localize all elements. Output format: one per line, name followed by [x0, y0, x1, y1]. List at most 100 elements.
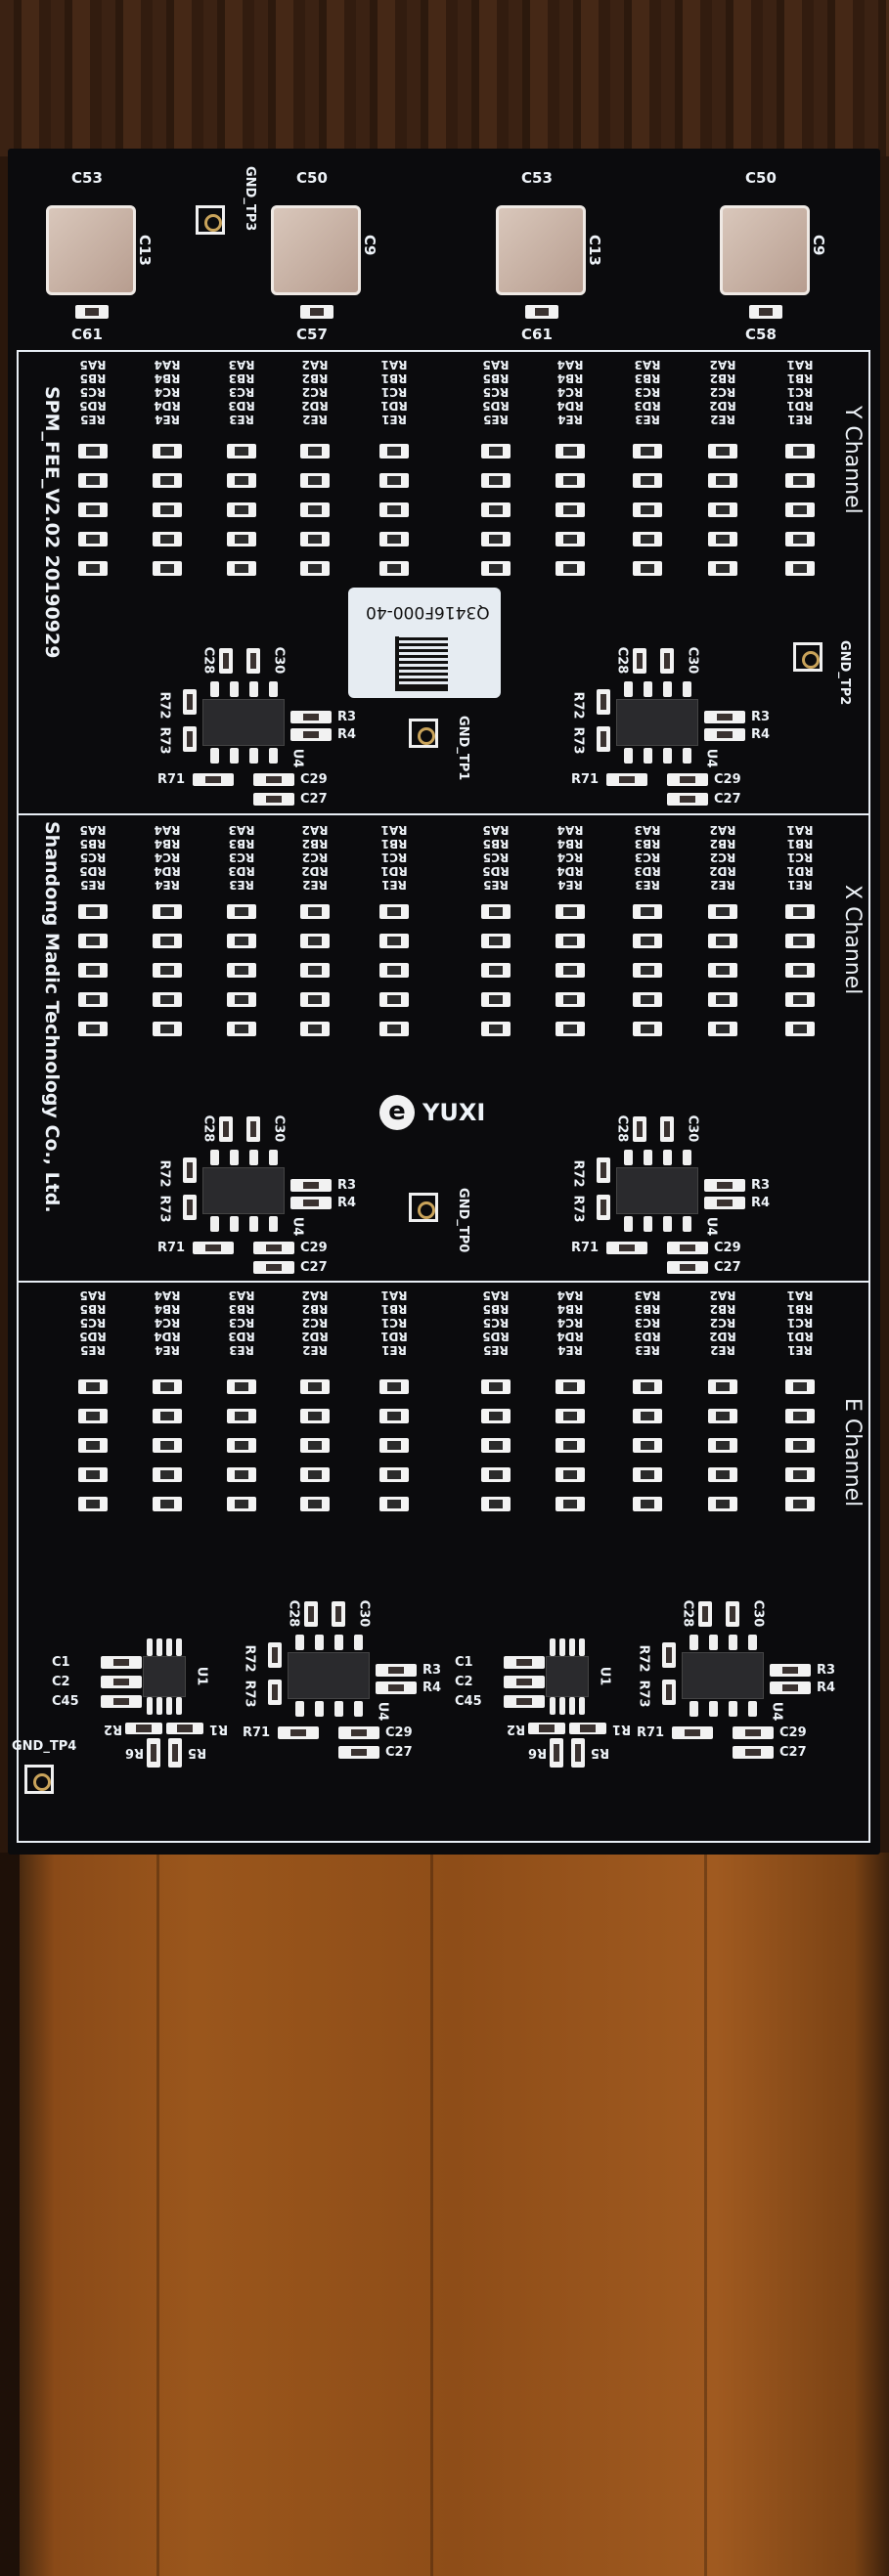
resistor-pad: [785, 1022, 815, 1036]
component-label: C28: [614, 646, 630, 675]
resistor-label: RD1: [786, 399, 814, 413]
test-point-label: GND_TP0: [456, 1188, 470, 1253]
crystal-capacitor: [46, 205, 136, 295]
chip-pin: [748, 1701, 757, 1717]
component-label: R4: [751, 1196, 771, 1210]
component-label: C29: [300, 1241, 328, 1255]
resistor-pad: [481, 502, 511, 517]
resistor-pad: [300, 1022, 330, 1036]
resistor-label: RB1: [786, 837, 814, 851]
resistor-label: RE1: [787, 1343, 813, 1357]
chip-pin: [315, 1635, 324, 1650]
resistor-label: RA4: [154, 1288, 181, 1302]
resistor-pad: [708, 904, 737, 919]
component-label: C57: [296, 326, 328, 343]
resistor-pad: [153, 444, 182, 458]
resistor-pad: [268, 1642, 282, 1668]
section-divider: [17, 1281, 870, 1283]
resistor-label: RA3: [228, 358, 255, 371]
capacitor-pad: [101, 1695, 142, 1708]
chip-pin: [156, 1638, 162, 1656]
resistor-label: RA3: [228, 1288, 255, 1302]
resistor-pad: [183, 689, 197, 715]
test-point-label: GND_TP3: [243, 166, 257, 232]
component-label: C50: [745, 169, 777, 187]
resistor-pad: [300, 532, 330, 546]
resistor-label: RB4: [154, 371, 181, 385]
chip-pin: [295, 1701, 304, 1717]
resistor-pad: [153, 473, 182, 488]
chip-pin: [683, 1150, 691, 1165]
resistor-label: RB3: [634, 837, 661, 851]
resistor-label: RC2: [301, 1316, 329, 1330]
chip-pin: [579, 1697, 585, 1715]
resistor-label: RD4: [154, 864, 181, 878]
resistor-pad: [481, 1497, 511, 1511]
resistor-pad: [78, 1467, 108, 1482]
resistor-label: RE3: [635, 413, 660, 426]
component-label: R72: [570, 691, 586, 720]
resistor-label: RD3: [228, 1330, 255, 1343]
component-label: R73: [242, 1680, 257, 1708]
resistor-label: RE4: [155, 878, 180, 892]
resistor-pad: [379, 963, 409, 978]
component-label: R3: [337, 710, 357, 724]
resistor-label: RB2: [301, 837, 329, 851]
capacitor-pad: [101, 1676, 142, 1688]
component-label: R73: [636, 1680, 651, 1708]
resistor-pad: [785, 444, 815, 458]
component-label: C45: [455, 1694, 482, 1709]
channel-title-x: X Channel: [840, 885, 865, 995]
chip-pin: [210, 1150, 219, 1165]
component-label: R72: [156, 691, 172, 720]
component-label: R73: [570, 1195, 586, 1223]
op-amp-chip: [202, 1167, 285, 1214]
test-point-label: GND_TP2: [837, 640, 852, 706]
resistor-pad: [662, 1680, 676, 1705]
resistor-pad: [556, 1497, 585, 1511]
resistor-pad: [633, 502, 662, 517]
resistor-pad: [556, 1379, 585, 1394]
logo-text: YUXI: [422, 1099, 486, 1126]
resistor-pad: [78, 904, 108, 919]
resistor-pad: [379, 561, 409, 576]
resistor-label: RC1: [786, 851, 814, 864]
resistor-label: RE4: [155, 1343, 180, 1357]
chip-pin: [230, 748, 239, 764]
resistor-label: RC1: [380, 1316, 408, 1330]
chip-pin: [569, 1638, 575, 1656]
resistor-pad: [278, 1726, 319, 1739]
chip-pin: [210, 681, 219, 697]
resistor-pad: [550, 1738, 563, 1768]
resistor-pad: [633, 1379, 662, 1394]
component-label: R71: [157, 1241, 186, 1255]
test-point-gnd-tp2[interactable]: [793, 642, 822, 672]
resistor-pad: [300, 904, 330, 919]
test-point-gnd-tp4[interactable]: [24, 1765, 54, 1794]
resistor-label: RE5: [80, 1343, 106, 1357]
resistor-pad: [481, 532, 511, 546]
test-point-gnd-tp1[interactable]: [409, 719, 438, 748]
capacitor-pad: [253, 1261, 294, 1274]
resistor-label: RB2: [301, 1302, 329, 1316]
resistor-label: RB1: [380, 837, 408, 851]
resistor-label: RB5: [79, 371, 107, 385]
test-point-gnd-tp3[interactable]: [196, 205, 225, 235]
resistor-label: RD3: [634, 864, 661, 878]
resistor-label: RA2: [301, 358, 329, 371]
test-point-gnd-tp0[interactable]: [409, 1193, 438, 1222]
resistor-pad: [556, 963, 585, 978]
resistor-label: RE2: [710, 413, 735, 426]
resistor-pad: [708, 934, 737, 948]
resistor-pad: [556, 1022, 585, 1036]
resistor-label: RC1: [786, 385, 814, 399]
resistor-pad: [300, 1438, 330, 1453]
resistor-pad: [481, 561, 511, 576]
resistor-pad: [78, 992, 108, 1007]
capacitor-pad: [253, 773, 294, 786]
resistor-label: RD3: [634, 399, 661, 413]
